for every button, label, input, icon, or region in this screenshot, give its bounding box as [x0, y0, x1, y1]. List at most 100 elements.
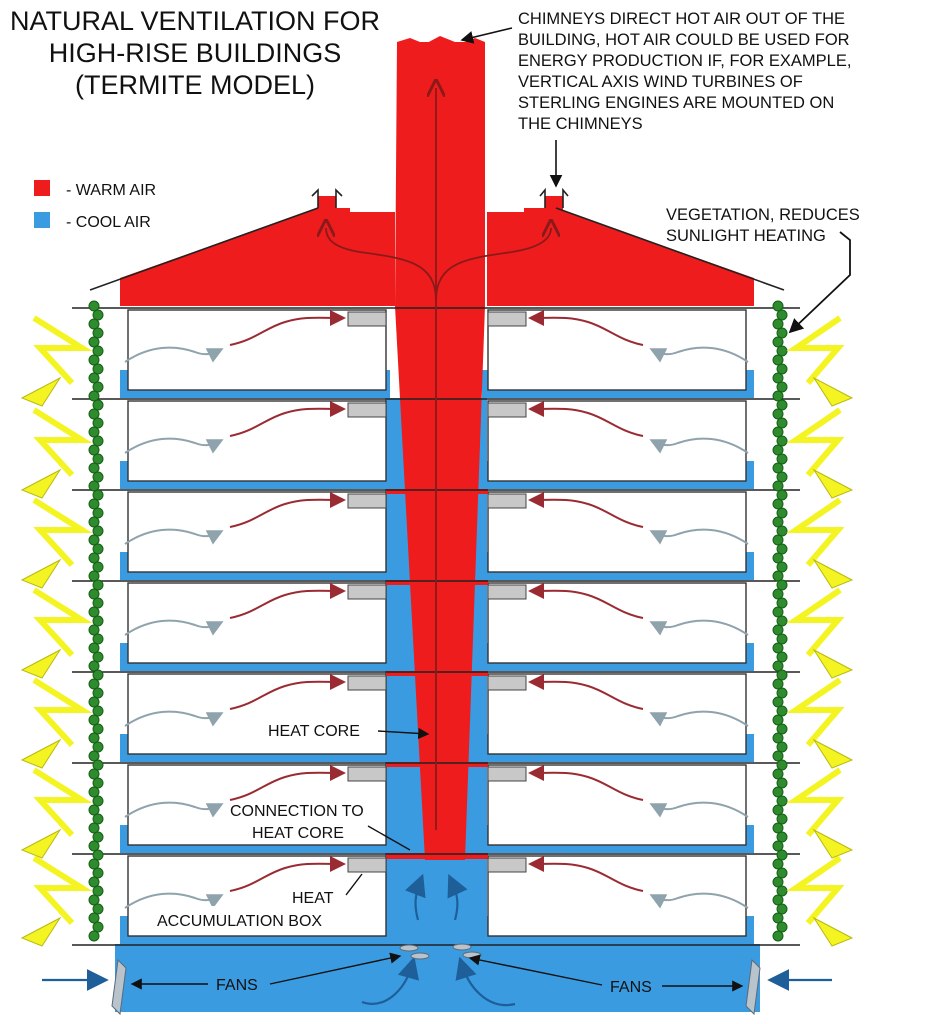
vegetation-leaf-right	[772, 876, 784, 888]
fan-icons	[111, 943, 761, 1016]
vegetation-leaf-left	[92, 687, 104, 699]
vegetation-leaf-left	[92, 795, 104, 807]
sunlight-arrowhead-left	[20, 558, 62, 589]
vegetation-leaf-right	[772, 894, 784, 906]
vegetation-leaf-left	[92, 417, 104, 429]
vegetation-leaf-left	[92, 471, 104, 483]
vegetation-leaf-right	[772, 444, 784, 456]
vegetation-leaf-left	[92, 777, 104, 789]
vegetation-note-line: SUNLIGHT HEATING	[666, 227, 826, 245]
vegetation-leaf-left	[92, 525, 104, 537]
vegetation-leaf-right	[776, 723, 788, 735]
sunlight-arrow-right	[786, 497, 845, 567]
vegetation-leaf-right	[776, 579, 788, 591]
sunlight-arrow-left	[32, 677, 93, 748]
vegetation-leaf-right	[776, 345, 788, 357]
vegetation-leaf-right	[772, 840, 784, 852]
vegetation-leaf-right	[776, 903, 788, 915]
vegetation-leaf-left	[92, 849, 104, 861]
vegetation-leaf-right	[776, 525, 788, 537]
vegetation-leaf-left	[88, 894, 100, 906]
vegetation-leaf-right	[776, 849, 788, 861]
vegetation-leaf-left	[92, 741, 104, 753]
vegetation-leaf-right	[772, 606, 784, 618]
sunlight-arrow-right	[786, 767, 845, 837]
vegetation-leaf-right	[772, 498, 784, 510]
sunlight-arrow-right	[786, 855, 845, 925]
vegetation-leaf-left	[88, 516, 100, 528]
vegetation-leaf-right	[776, 813, 788, 825]
vegetation-annotation: VEGETATION, REDUCES SUNLIGHT HEATING	[666, 206, 860, 334]
vegetation-leaf-left	[92, 381, 104, 393]
vegetation-leaf-left	[92, 561, 104, 573]
chimney-note-line: VERTICAL AXIS WIND TURBINES OF	[518, 73, 803, 91]
vegetation-leaf-right	[772, 768, 784, 780]
vegetation-leaf-right	[772, 642, 784, 654]
fans-annotation-left: FANS	[130, 952, 402, 994]
vegetation-leaf-left	[88, 552, 100, 564]
vegetation-leaf-right	[776, 921, 788, 933]
vegetation-leaf-left	[92, 615, 104, 627]
vegetation-leaf-right	[772, 372, 784, 384]
sunlight-arrowhead-right	[812, 738, 854, 769]
vegetation-leaf-right	[772, 408, 784, 420]
vegetation-leaf-left	[92, 885, 104, 897]
fans-annotation-right: FANS	[468, 954, 744, 996]
vegetation-leaf-left	[88, 840, 100, 852]
vegetation-leaf-right	[772, 660, 784, 672]
vegetation-leaf-left	[92, 327, 104, 339]
vegetation-leaf-left	[88, 390, 100, 402]
vegetation-leaf-right	[772, 624, 784, 636]
vegetation-leaf-right	[772, 696, 784, 708]
vegetation-leaf-left	[92, 597, 104, 609]
sunlight-arrowhead-right	[812, 828, 854, 859]
vegetation-leaf-left	[88, 678, 100, 690]
title-line: HIGH-RISE BUILDINGS	[49, 38, 342, 68]
vegetation-leaf-right	[772, 426, 784, 438]
sunlight-arrow-left	[32, 587, 93, 658]
room-airflow-arrows	[124, 309, 749, 909]
vegetation-leaf-right	[776, 489, 788, 501]
vegetation-leaf-right	[776, 741, 788, 753]
vegetation-leaf-left	[88, 876, 100, 888]
vegetation-leaf-left	[88, 498, 100, 510]
sunlight-arrowhead-left	[20, 916, 62, 947]
sunlight-arrowhead-left	[20, 738, 62, 769]
vegetation-leaf-right	[776, 309, 788, 321]
legend-label-warm: - WARM AIR	[66, 182, 156, 199]
heat-core-annotation: HEAT CORE	[268, 723, 430, 740]
title-line: (TERMITE MODEL)	[75, 70, 315, 100]
vegetation-leaf-right	[776, 543, 788, 555]
chimney-note-line: THE CHIMNEYS	[518, 115, 643, 133]
vegetation-leaf-right	[772, 336, 784, 348]
vegetation-leaf-left	[92, 651, 104, 663]
vegetation-leaf-left	[92, 669, 104, 681]
vegetation-leaf-left	[92, 543, 104, 555]
vegetation-leaf-left	[88, 534, 100, 546]
intake-airflow-arrows	[42, 873, 832, 1007]
vegetation-leaf-left	[88, 732, 100, 744]
vegetation-leaf-left	[88, 714, 100, 726]
chimney-annotation: CHIMNEYS DIRECT HOT AIR OUT OF THE BUILD…	[460, 10, 851, 188]
vegetation-leaf-left	[88, 912, 100, 924]
legend: - WARM AIR - COOL AIR	[34, 180, 156, 231]
vegetation-leaf-left	[92, 867, 104, 879]
vegetation-leaf-left	[88, 336, 100, 348]
vegetation-leaf-right	[776, 651, 788, 663]
vegetation-leaf-right	[776, 615, 788, 627]
sunlight-arrowhead-left	[20, 648, 62, 679]
vegetation-leaf-left	[88, 462, 100, 474]
connection-label-line: HEAT CORE	[252, 825, 344, 842]
vegetation-leaf-right	[776, 669, 788, 681]
vegetation-leaf-right	[772, 804, 784, 816]
vegetation-leaf-right	[776, 435, 788, 447]
vegetation-leaf-right	[772, 588, 784, 600]
vegetation-leaf-right	[772, 714, 784, 726]
vegetation-leaf-right	[772, 534, 784, 546]
vegetation-columns	[88, 300, 788, 942]
vegetation-leaf-left	[92, 435, 104, 447]
legend-label-cool: - COOL AIR	[66, 214, 151, 231]
heat-core-label: HEAT CORE	[268, 723, 360, 740]
vegetation-leaf-right	[776, 471, 788, 483]
chimney-note-line: BUILDING, HOT AIR COULD BE USED FOR	[518, 31, 850, 49]
